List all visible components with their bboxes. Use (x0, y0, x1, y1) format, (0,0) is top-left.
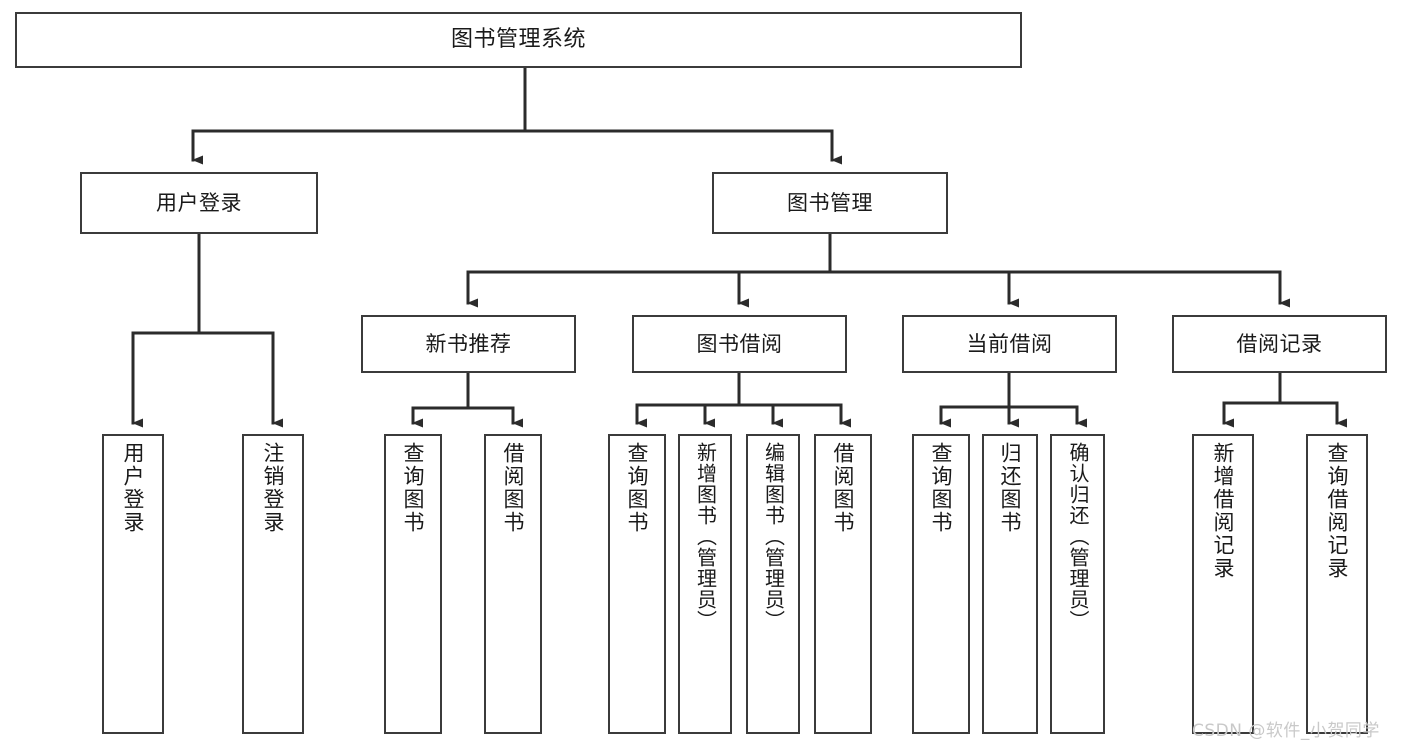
node-label: 查询借阅记录 (1325, 442, 1350, 580)
leaf-add-borrow-record[interactable]: 新增借阅记录 (1192, 434, 1254, 734)
node-label: 借阅图书 (831, 442, 856, 534)
node-label: 图书管理系统 (450, 27, 586, 53)
node-user-login[interactable]: 用户登录 (80, 172, 318, 234)
leaf-logout[interactable]: 注销登录 (242, 434, 304, 734)
node-current-borrow[interactable]: 当前借阅 (902, 315, 1117, 373)
leaf-query-borrow-record[interactable]: 查询借阅记录 (1306, 434, 1368, 734)
leaf-borrow-book-new-rec[interactable]: 借阅图书 (484, 434, 542, 734)
leaf-query-book-current[interactable]: 查询图书 (912, 434, 970, 734)
node-new-book-recommendation[interactable]: 新书推荐 (361, 315, 576, 373)
leaf-query-book-borrow[interactable]: 查询图书 (608, 434, 666, 734)
node-label: 借阅图书 (501, 442, 526, 534)
leaf-return-book[interactable]: 归还图书 (982, 434, 1038, 734)
node-label: 查询图书 (929, 442, 954, 534)
node-label: 图书借阅 (696, 331, 783, 356)
node-book-management[interactable]: 图书管理 (712, 172, 948, 234)
node-label: 图书管理 (787, 190, 873, 215)
node-label: 归还图书 (998, 442, 1023, 534)
leaf-confirm-return-admin[interactable]: 确认归还（管理员） (1050, 434, 1105, 734)
node-label: 用户登录 (121, 442, 146, 534)
leaf-query-book-new-rec[interactable]: 查询图书 (384, 434, 442, 734)
node-label: 注销登录 (261, 442, 286, 534)
node-label: 新书推荐 (425, 331, 512, 356)
node-label: 借阅记录 (1236, 331, 1323, 356)
leaf-user-login[interactable]: 用户登录 (102, 434, 164, 734)
node-label: 当前借阅 (966, 331, 1053, 356)
node-label: 确认归还（管理员） (1066, 442, 1090, 631)
node-label: 新增借阅记录 (1211, 442, 1236, 580)
leaf-add-book-admin[interactable]: 新增图书（管理员） (678, 434, 732, 734)
node-borrow-record[interactable]: 借阅记录 (1172, 315, 1387, 373)
node-label: 查询图书 (401, 442, 426, 534)
node-label: 编辑图书（管理员） (761, 442, 786, 631)
leaf-borrow-book[interactable]: 借阅图书 (814, 434, 872, 734)
node-root-book-management-system[interactable]: 图书管理系统 (15, 12, 1022, 68)
node-label: 查询图书 (625, 442, 650, 534)
node-book-borrow[interactable]: 图书借阅 (632, 315, 847, 373)
leaf-edit-book-admin[interactable]: 编辑图书（管理员） (746, 434, 800, 734)
node-label: 用户登录 (156, 190, 242, 215)
node-label: 新增图书（管理员） (693, 442, 718, 631)
csdn-watermark: CSDN @软件_小贺同学 (1192, 721, 1380, 741)
